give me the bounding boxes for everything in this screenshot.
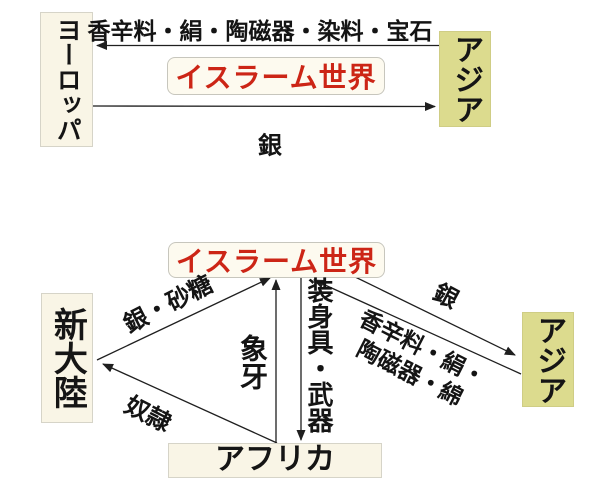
- node-europe: ヨーロッパ: [40, 12, 93, 147]
- edge-label-silver-to-asia-top: 銀: [258, 132, 282, 160]
- node-asia-bottom-label: アジア: [532, 314, 566, 405]
- edge-label-ivory: 象牙: [237, 334, 268, 390]
- node-islam-top-label: イスラーム世界: [175, 62, 377, 93]
- node-islam-bottom: イスラーム世界: [168, 242, 385, 278]
- arrow-newworld-to-islam: [96, 277, 271, 361]
- arrow-islam-to-asia: [346, 272, 516, 356]
- node-africa: アフリカ: [168, 443, 382, 478]
- arrow-europe-to-asia: [92, 101, 436, 111]
- node-africa-label: アフリカ: [215, 443, 335, 477]
- node-asia-top: アジア: [439, 31, 491, 127]
- edge-label-spices-to-europe: 香辛料・絹・陶磁器・染料・宝石: [87, 18, 433, 44]
- node-asia-top-label: アジア: [449, 34, 483, 124]
- node-new-world-label: 新大陸: [48, 307, 87, 409]
- node-islam-bottom-label: イスラーム世界: [175, 246, 378, 277]
- edge-label-ornaments-weapons: 装身具・武器: [304, 277, 334, 433]
- node-islam-top: イスラーム世界: [167, 57, 385, 95]
- arrow-africa-to-newworld: [102, 363, 278, 444]
- arrow-asia-to-islam: [313, 279, 522, 375]
- node-asia-bottom: アジア: [522, 312, 574, 407]
- node-europe-label: ヨーロッパ: [53, 17, 82, 142]
- node-new-world: 新大陸: [41, 293, 93, 423]
